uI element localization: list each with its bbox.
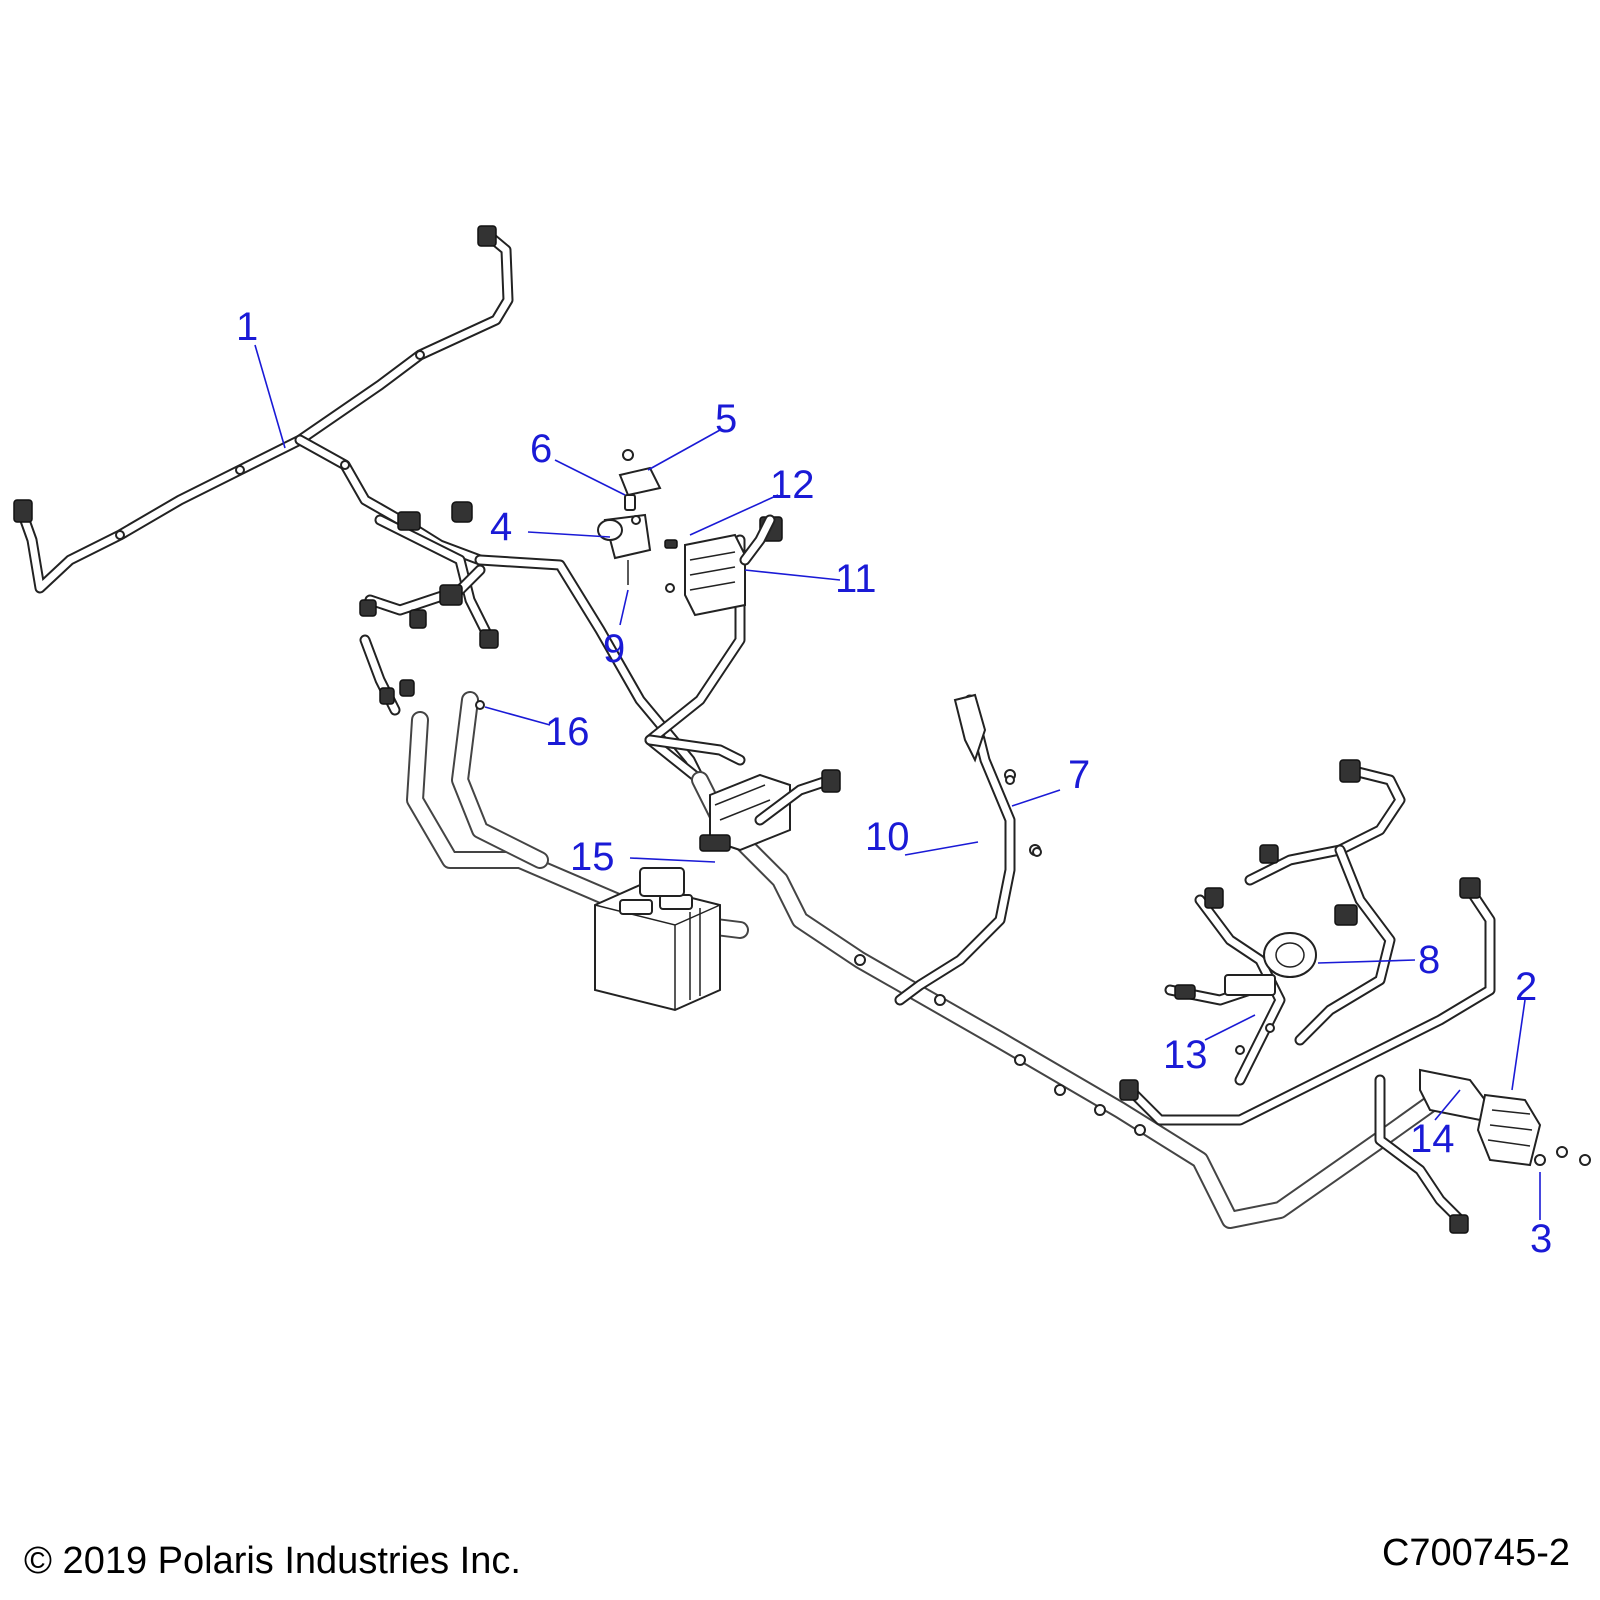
rear-harness-cluster xyxy=(1119,759,1496,1234)
callout-5: 5 xyxy=(715,397,737,441)
callout-11: 11 xyxy=(835,557,877,601)
callout-labels: 1 2 3 4 5 6 7 8 9 10 11 12 13 14 15 16 xyxy=(236,305,1552,1261)
drawing-number: C700745-2 xyxy=(1381,1532,1570,1574)
battery xyxy=(594,867,721,1012)
callout-6: 6 xyxy=(530,427,552,471)
callout-8: 8 xyxy=(1418,938,1440,982)
copyright-notice: © 2019 Polaris Industries Inc. xyxy=(24,1540,521,1582)
fasteners xyxy=(475,583,1275,1055)
callout-4: 4 xyxy=(490,505,512,549)
sensor-wire-part-10 xyxy=(894,693,1041,1006)
front-connector-cluster xyxy=(359,501,499,716)
callout-12: 12 xyxy=(770,463,815,507)
callout-3: 3 xyxy=(1530,1217,1552,1261)
main-trunk-harness xyxy=(406,534,1459,1229)
harness-part-1 xyxy=(13,225,514,594)
ecu-module-part-11 xyxy=(664,514,783,617)
callout-13: 13 xyxy=(1163,1033,1208,1077)
callout-10: 10 xyxy=(865,815,910,859)
callout-15: 15 xyxy=(570,835,615,879)
relay-bracket-assembly xyxy=(597,449,662,585)
leader-lines xyxy=(254,344,1541,1220)
callout-7: 7 xyxy=(1068,753,1090,797)
callout-1: 1 xyxy=(236,305,258,349)
callout-2: 2 xyxy=(1515,965,1537,1009)
regulator-assembly xyxy=(1419,1068,1591,1167)
callout-9: 9 xyxy=(603,627,625,671)
callout-16: 16 xyxy=(545,710,590,754)
fuse-box-part-15 xyxy=(699,769,841,852)
callout-14: 14 xyxy=(1410,1117,1455,1161)
